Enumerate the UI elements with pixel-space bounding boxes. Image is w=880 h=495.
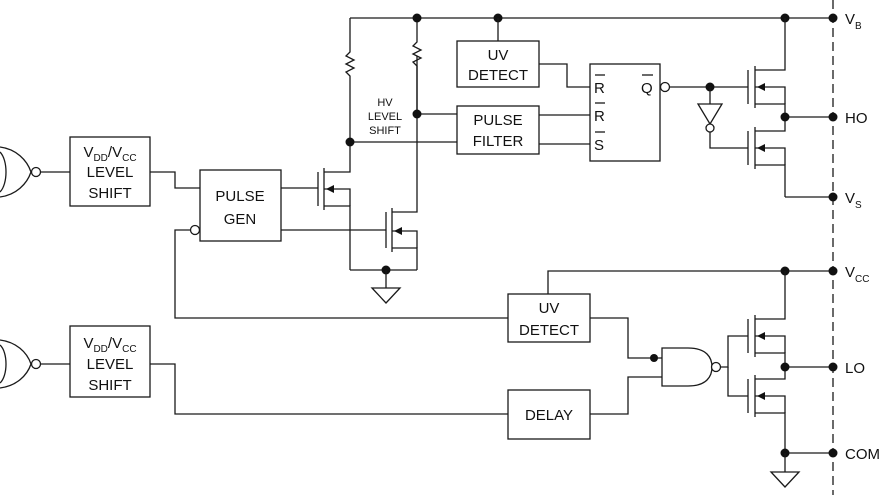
svg-text:S: S [594, 137, 604, 154]
hv-level-shift-mosfet-left [317, 142, 351, 270]
uv-detect-top-block: UV DETECT [456, 40, 540, 88]
svg-text:SHIFT: SHIFT [88, 185, 131, 202]
rs-flipflop-block: R R S Q [589, 63, 661, 162]
nand-gate-icon [661, 347, 722, 387]
pin-vb-label: VB [845, 11, 862, 32]
svg-text:HV: HV [377, 97, 393, 109]
pin-ho-label: HO [845, 110, 868, 127]
svg-text:UV: UV [488, 47, 509, 64]
vcc-rail [547, 270, 833, 294]
pin-vcc-label: VCC [845, 264, 869, 285]
svg-text:R: R [594, 108, 605, 125]
q-bar-output-bubble [659, 81, 671, 93]
svg-text:SHIFT: SHIFT [369, 125, 401, 137]
svg-text:DELAY: DELAY [525, 407, 573, 424]
high-side-mosfet-top [747, 18, 786, 117]
ground-icon-com [769, 471, 801, 488]
pin-vs-label: VS [845, 190, 862, 211]
delay-block: DELAY [507, 389, 591, 440]
svg-text:FILTER: FILTER [473, 133, 524, 150]
input-gate-hin [0, 146, 42, 198]
svg-text:LEVEL: LEVEL [87, 356, 134, 373]
pulse-gen-block: PULSE GEN [199, 169, 282, 242]
svg-text:DETECT: DETECT [468, 67, 528, 84]
high-side-mosfet-bottom [747, 117, 786, 197]
svg-text:R: R [594, 80, 605, 97]
svg-text:PULSE: PULSE [473, 112, 522, 129]
level-shift-top: VDD/VCC LEVEL SHIFT [69, 136, 151, 207]
low-side-mosfet-top [747, 271, 786, 367]
low-side-mosfet-bottom [747, 367, 786, 453]
svg-text:PULSE: PULSE [215, 188, 264, 205]
hv-level-shift-label: HV LEVEL SHIFT [368, 97, 402, 137]
pulse-filter-block: PULSE FILTER [456, 105, 540, 155]
level-shift-bottom: VDD/VCC LEVEL SHIFT [69, 325, 151, 398]
svg-text:LEVEL: LEVEL [87, 164, 134, 181]
pin-com-label: COM [845, 446, 880, 463]
resistor-left-icon [344, 18, 356, 142]
svg-text:Q: Q [641, 80, 653, 97]
hv-level-shift-mosfet-right [385, 56, 418, 270]
svg-text:LEVEL: LEVEL [368, 111, 402, 123]
inverter-icon [696, 87, 748, 149]
pulse-gen-inverting-input [189, 224, 201, 236]
svg-text:GEN: GEN [224, 211, 257, 228]
uv-detect-bottom-block: UV DETECT [507, 293, 591, 343]
svg-text:VDD/VCC: VDD/VCC [83, 335, 136, 355]
resistor-right-icon [411, 18, 423, 114]
svg-text:DETECT: DETECT [519, 322, 579, 339]
svg-text:UV: UV [539, 300, 560, 317]
svg-text:SHIFT: SHIFT [88, 377, 131, 394]
ground-icon-hv [370, 287, 402, 304]
input-gate-lin [0, 339, 42, 389]
pin-lo-label: LO [845, 360, 865, 377]
svg-text:VDD/VCC: VDD/VCC [83, 144, 136, 164]
